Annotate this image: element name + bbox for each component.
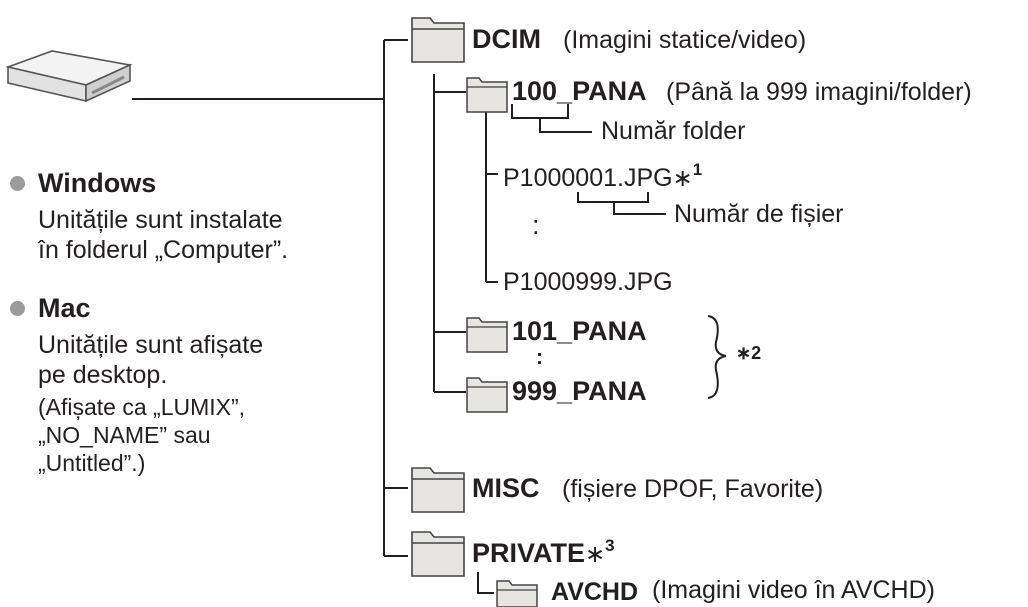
file-ellipsis: : <box>532 210 540 240</box>
windows-text-line1: Unitățile sunt instalate <box>38 206 283 234</box>
avchd-folder-desc: (Imagini video în AVCHD) <box>652 576 935 604</box>
folder-icon-dcim <box>411 17 465 63</box>
mac-text-line5: „Untitled”.) <box>38 450 146 476</box>
pana100-folder-name: 100_PANA <box>512 76 647 106</box>
file-last: P1000999.JPG <box>503 268 673 296</box>
private-folder-name: PRIVATE <box>472 538 586 568</box>
private-note-mark: ∗ <box>585 541 606 568</box>
windows-bullet <box>10 176 25 191</box>
group-note-mark: ∗ <box>736 343 752 363</box>
file-first-note-mark: ∗ <box>672 165 693 192</box>
file-first: P1000001.JPG∗1 <box>503 161 702 191</box>
folder-icon-101-pana <box>466 317 508 353</box>
mac-text-line1: Unitățile sunt afișate <box>38 331 264 359</box>
dcim-folder-name: DCIM <box>472 24 541 54</box>
pana100-folder-desc: (Până la 999 imagini/folder) <box>666 78 972 106</box>
folder-icon-avchd <box>496 580 538 607</box>
folder-icon-100-pana <box>466 77 508 113</box>
folder-icon-private <box>411 531 465 577</box>
misc-folder-name: MISC <box>472 473 540 503</box>
file-first-note: 1 <box>692 160 703 179</box>
folder-number-label: Număr folder <box>601 117 746 145</box>
windows-title: Windows <box>38 168 157 198</box>
pana101-folder-name: 101_PANA <box>512 316 647 346</box>
folders-ellipsis: : <box>536 346 543 369</box>
dcim-folder-desc: (Imagini statice/video) <box>563 26 807 54</box>
drive-connector <box>132 98 384 100</box>
pana999-folder-name: 999_PANA <box>512 376 647 406</box>
file-first-name: P1000001.JPG <box>503 164 673 192</box>
private-folder: PRIVATE∗3 <box>472 537 615 567</box>
misc-folder-desc: (fișiere DPOF, Favorite) <box>562 475 824 503</box>
mac-text-line3: (Afișate ca „LUMIX”, <box>38 394 246 420</box>
windows-text-line2: în folderul „Computer”. <box>38 236 289 264</box>
file-number-label: Număr de fișier <box>674 200 844 228</box>
folder-icon-999-pana <box>466 377 508 413</box>
avchd-folder-name: AVCHD <box>551 578 639 606</box>
mac-text-line4: „NO_NAME” sau <box>38 422 211 448</box>
mac-bullet <box>10 301 25 316</box>
group-note-number: 2 <box>751 343 762 363</box>
mac-title: Mac <box>38 293 91 323</box>
group-note: ∗2 <box>736 344 761 362</box>
private-note: 3 <box>605 536 615 555</box>
folder-icon-misc <box>411 467 465 513</box>
drive-icon <box>5 50 133 103</box>
mac-text-line2: pe desktop. <box>38 361 168 389</box>
